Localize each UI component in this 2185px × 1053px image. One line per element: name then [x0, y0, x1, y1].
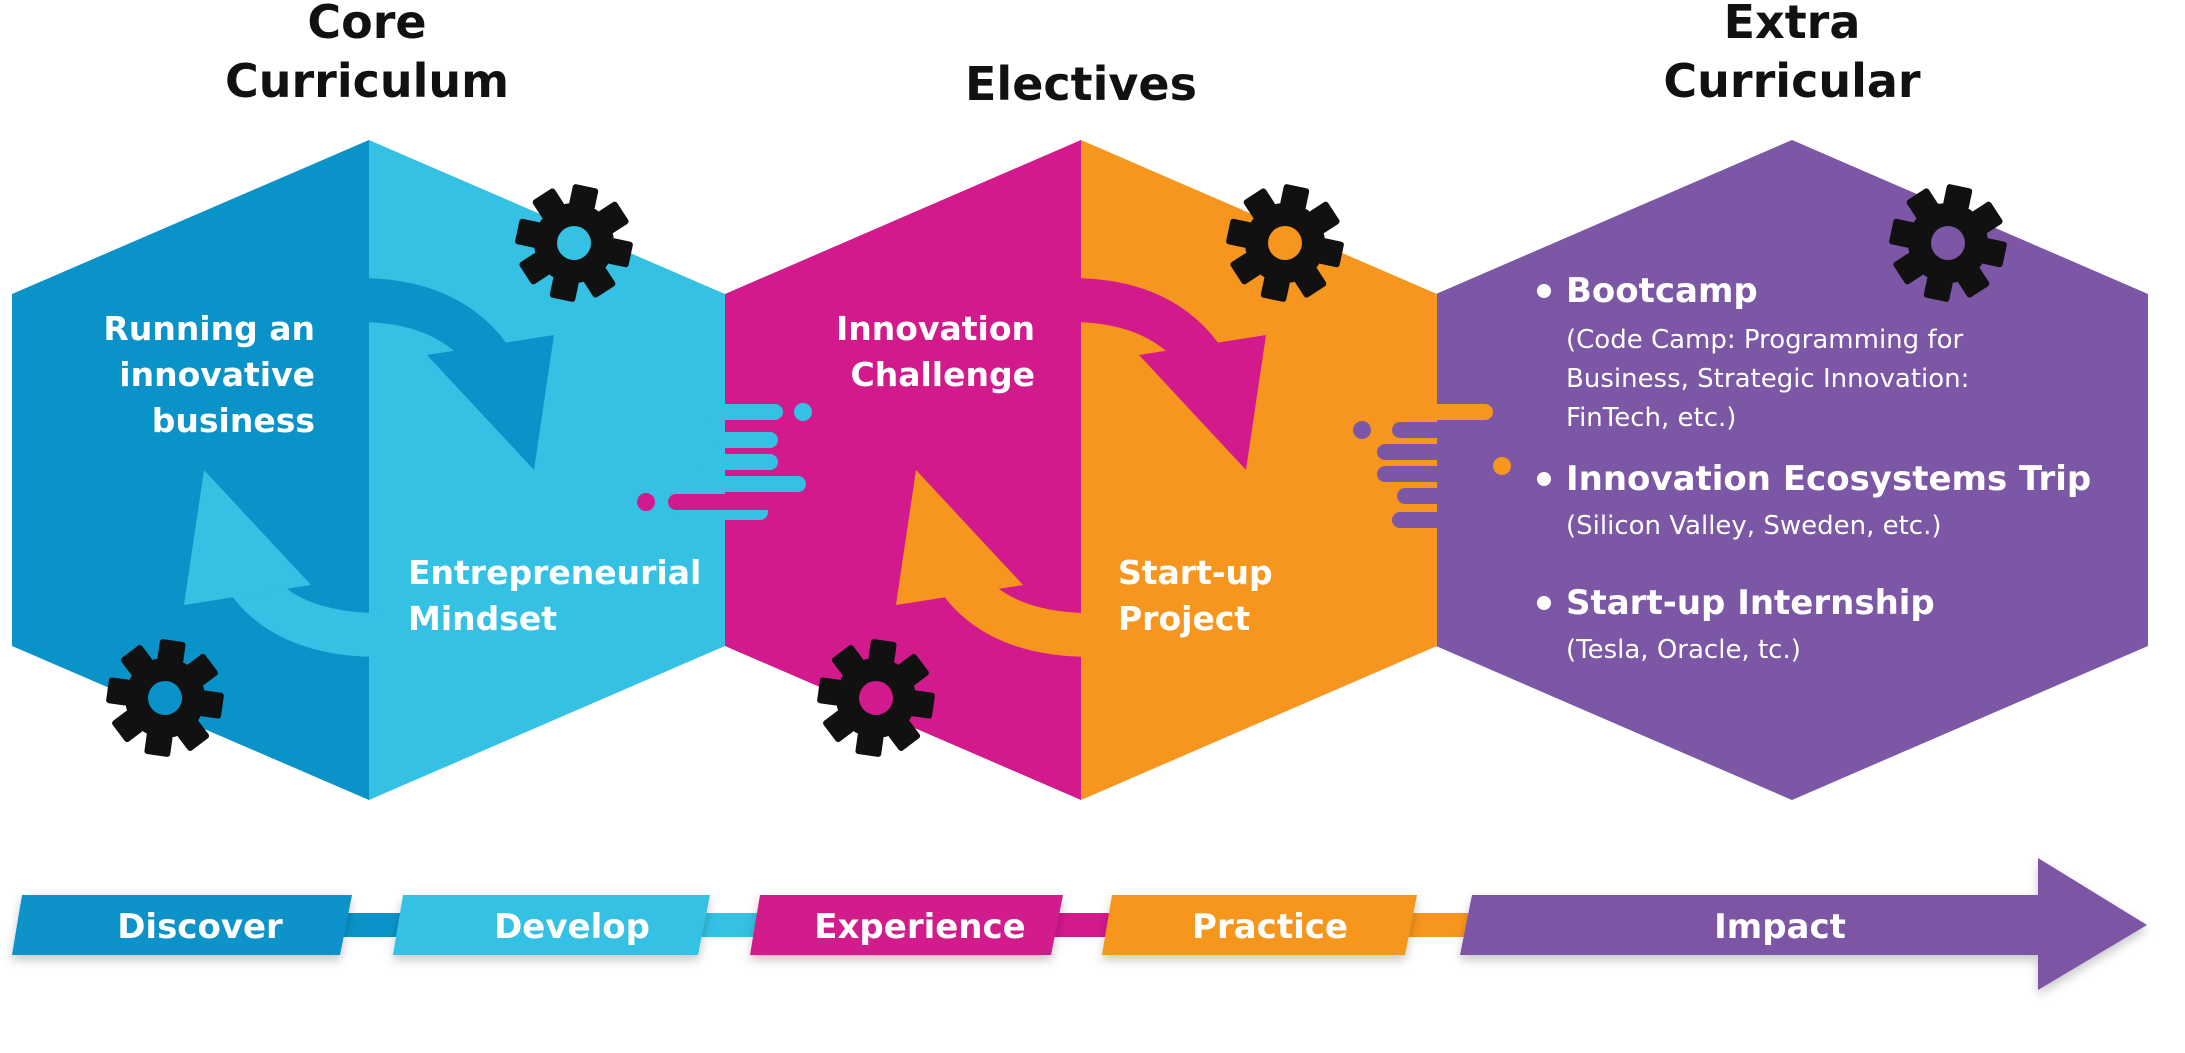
hex-label-innovation-challenge: Innovation Challenge [836, 309, 1035, 394]
bullet-subtext: (Tesla, Oracle, tc.) [1566, 635, 1801, 665]
hex-label-entrepreneurial-mindset: Entrepreneurial Mindset [408, 553, 701, 638]
stage-chip-discover [12, 895, 352, 955]
hexagon-core-curriculum: Running an innovative business Entrepren… [12, 140, 725, 800]
hex-label-line: business [152, 401, 315, 440]
hexagon-electives: Innovation Challenge Start-up Project [725, 140, 1437, 800]
hex-label-line: innovative [119, 355, 315, 394]
section-title-line: Electives [965, 57, 1197, 111]
hex-label-line: Project [1118, 599, 1250, 638]
gear-icon [1216, 174, 1354, 312]
bullet-heading: Start-up Internship [1566, 583, 1935, 623]
hex-purple [1436, 140, 2148, 800]
speed-lines-icon [637, 403, 812, 520]
hex-label-startup-project: Start-up Project [1118, 553, 1273, 638]
section-title-line: Core [307, 0, 426, 49]
section-title-line: Curriculum [225, 54, 509, 108]
bullet-subtext: (Silicon Valley, Sweden, etc.) [1566, 511, 1942, 541]
stage-label-develop: Develop [494, 907, 650, 947]
bullet-dot-icon [1537, 284, 1551, 298]
section-title-core-curriculum: Core Curriculum [225, 0, 509, 108]
bullet-subtext: (Code Camp: Programming for [1566, 325, 1963, 355]
bullet-item-startup-internship: Start-up Internship (Tesla, Oracle, tc.) [1537, 583, 1935, 665]
bullet-dot-icon [1537, 472, 1551, 486]
stage-chip-practice [1102, 895, 1417, 955]
hex-label-line: Mindset [408, 599, 557, 638]
section-title-line: Extra [1724, 0, 1861, 49]
section-title-electives: Electives [965, 57, 1197, 111]
bullet-heading: Bootcamp [1566, 271, 1758, 311]
stage-chip-experience [750, 895, 1063, 955]
bullet-heading: Innovation Ecosystems Trip [1566, 459, 2091, 499]
process-bar: Discover Develop Experience Practice Imp… [12, 858, 2147, 990]
stage-label-discover: Discover [117, 907, 283, 947]
gear-icon [810, 632, 942, 764]
hex-label-line: Start-up [1118, 553, 1273, 592]
gear-icon [1879, 174, 2017, 312]
bullet-item-bootcamp: Bootcamp (Code Camp: Programming for Bus… [1537, 271, 1969, 433]
section-title-extra-curricular: Extra Curricular [1663, 0, 1920, 108]
section-title-line: Curricular [1663, 54, 1920, 108]
stage-arrow-impact [1460, 858, 2147, 990]
stage-label-practice: Practice [1192, 907, 1348, 947]
hex-label-line: Running an [103, 309, 315, 348]
speed-lines-icon [1353, 404, 1511, 528]
hexagon-extra-curricular: Bootcamp (Code Camp: Programming for Bus… [1436, 140, 2148, 800]
cycle-arrow-icon [896, 278, 1266, 657]
bullet-subtext: FinTech, etc.) [1566, 403, 1736, 433]
hex-label-line: Innovation [836, 309, 1035, 348]
bullet-subtext: Business, Strategic Innovation: [1566, 364, 1969, 394]
stage-label-impact: Impact [1714, 907, 1846, 947]
gear-icon [505, 174, 643, 312]
bullet-dot-icon [1537, 596, 1551, 610]
gear-icon [99, 632, 231, 764]
hex-label-line: Challenge [851, 355, 1035, 394]
hex-label-line: Entrepreneurial [408, 553, 701, 592]
hex-label-running-business: Running an innovative business [103, 309, 315, 440]
stage-chip-develop [393, 895, 710, 955]
cycle-arrow-icon [184, 278, 554, 657]
bullet-item-ecosystems-trip: Innovation Ecosystems Trip (Silicon Vall… [1537, 459, 2091, 541]
stage-label-experience: Experience [814, 907, 1025, 947]
